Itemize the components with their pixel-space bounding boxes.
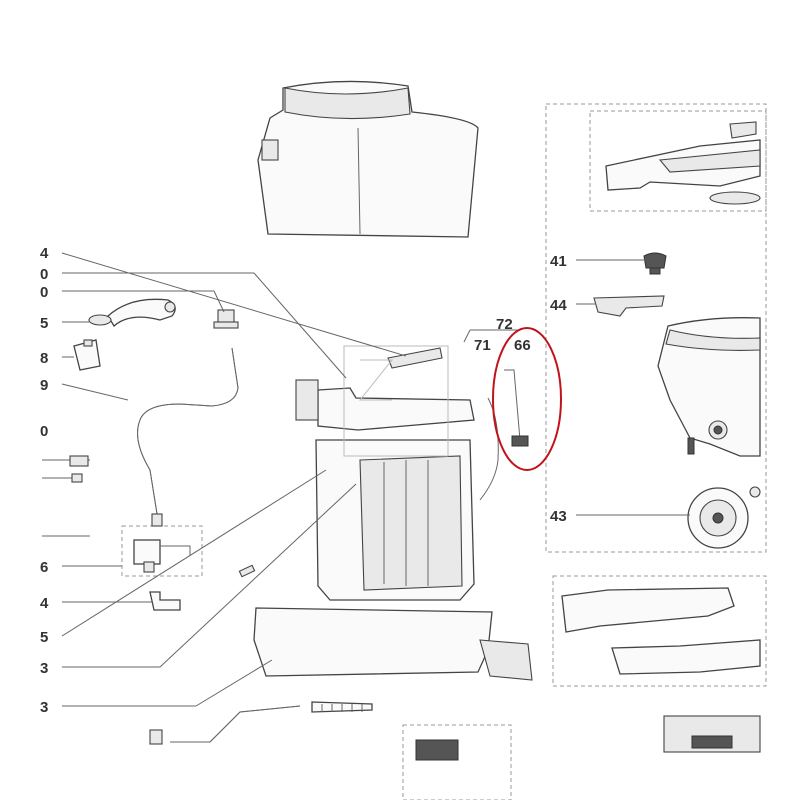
callout-6: 6 bbox=[40, 559, 48, 576]
callout-3: 3 bbox=[40, 660, 48, 677]
connector-part bbox=[213, 309, 239, 329]
callout-66: 66 bbox=[514, 337, 531, 354]
seal-part-43 bbox=[687, 486, 761, 549]
callout-43: 43 bbox=[550, 508, 567, 525]
lever-part-44 bbox=[593, 295, 665, 317]
subassembly-box-right bbox=[545, 103, 767, 553]
callout-8: 8 bbox=[40, 350, 48, 367]
callout-0: 0 bbox=[40, 423, 48, 440]
bottom-tube-part bbox=[149, 705, 301, 745]
callout-0: 0 bbox=[40, 266, 48, 283]
knob-part-41 bbox=[643, 252, 667, 275]
subassembly-box-valve bbox=[121, 525, 203, 577]
valve-part-6 bbox=[133, 539, 191, 573]
frame-assembly-part bbox=[295, 347, 475, 601]
small-pin-part bbox=[238, 564, 256, 578]
callout-71: 71 bbox=[474, 337, 491, 354]
leader-lines bbox=[61, 252, 690, 707]
oring-part bbox=[88, 314, 112, 326]
top-cover-part bbox=[257, 80, 479, 238]
screw-part bbox=[311, 701, 373, 713]
elbow-part-4 bbox=[149, 591, 181, 611]
wire-part-72 bbox=[479, 397, 499, 501]
front-panel-part bbox=[561, 587, 761, 675]
callout-4: 4 bbox=[40, 595, 49, 612]
callout-0: 0 bbox=[40, 284, 48, 301]
watermark bbox=[343, 345, 449, 457]
pin-part-66 bbox=[504, 369, 529, 447]
callout-41: 41 bbox=[550, 253, 567, 270]
highlight-ellipse-66 bbox=[492, 327, 562, 471]
callout-5: 5 bbox=[40, 315, 48, 332]
wire-part bbox=[42, 455, 90, 537]
callout-5: 5 bbox=[40, 629, 48, 646]
callout-44: 44 bbox=[550, 297, 567, 314]
hose-part-9 bbox=[137, 347, 239, 527]
lever-assembly-part bbox=[605, 121, 761, 205]
callout-72: 72 bbox=[496, 316, 513, 333]
bottom-block-part bbox=[415, 715, 761, 761]
subassembly-box-bottom bbox=[402, 724, 512, 800]
subassembly-box-top bbox=[589, 110, 767, 212]
callout-3: 3 bbox=[40, 699, 48, 716]
base-tray-part bbox=[253, 607, 533, 681]
subassembly-box-bottom-right bbox=[552, 575, 767, 687]
bracket-part bbox=[107, 298, 176, 328]
callout-9: 9 bbox=[40, 377, 48, 394]
callout-4: 4 bbox=[40, 245, 49, 262]
housing-right-part bbox=[657, 317, 761, 457]
clip-part-8 bbox=[73, 339, 101, 371]
